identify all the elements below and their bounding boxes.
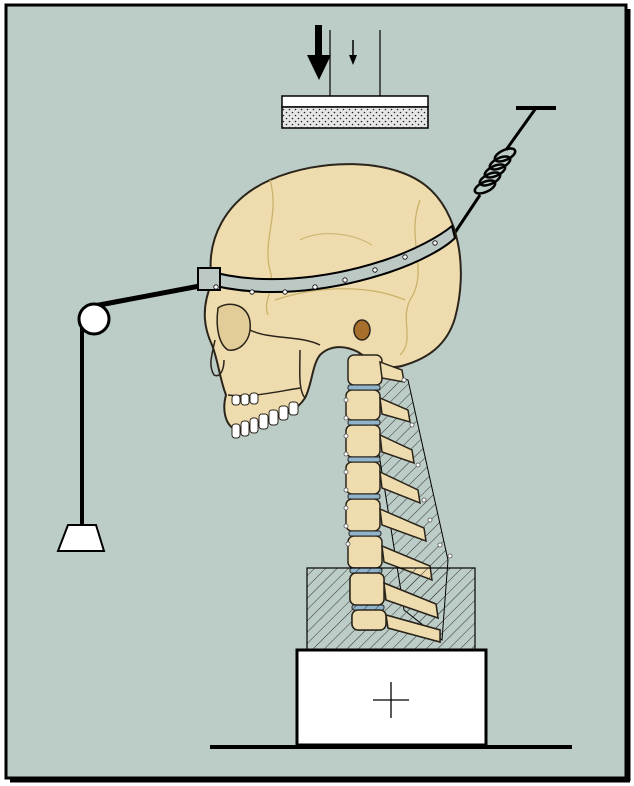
orbit <box>217 304 250 350</box>
padding-stipple <box>282 107 428 128</box>
fixation-block <box>307 568 475 650</box>
pulley-icon <box>79 304 109 334</box>
ear-canal <box>354 320 370 340</box>
loading-plate <box>282 96 428 107</box>
